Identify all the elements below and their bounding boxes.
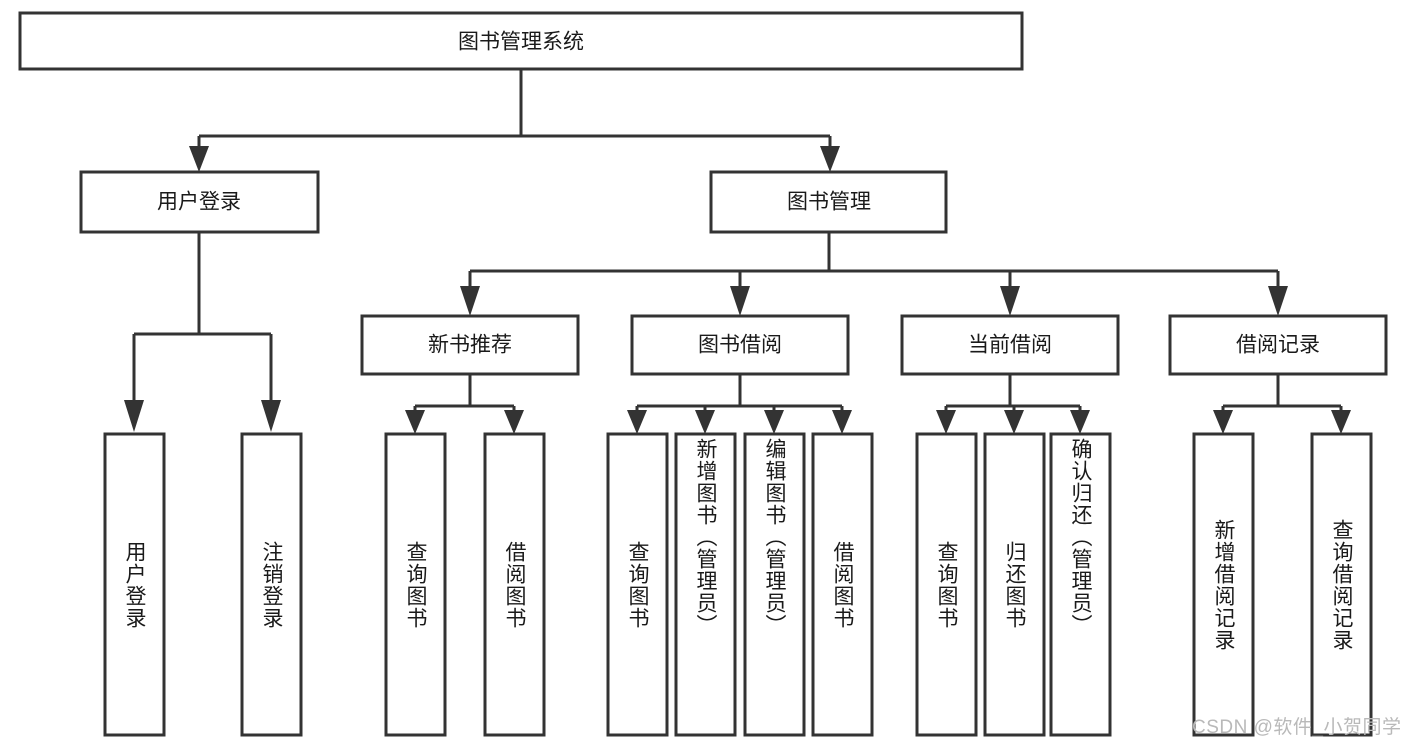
node-root-label: 图书管理系统 [458, 31, 584, 54]
arrow-leaf-add-book [695, 410, 715, 434]
node-book-borrow-box[interactable] [630, 314, 850, 376]
arrow-leaf-return-book [1004, 410, 1024, 434]
arrow-leaf-confirm-return [1070, 410, 1090, 434]
arrow-leaf-query-book-1 [405, 410, 425, 434]
arrow-to-borrow-record [1268, 286, 1288, 316]
arrow-leaf-query-book-2 [627, 410, 647, 434]
node-new-book-rec-box[interactable] [360, 314, 580, 376]
node-book-manage-label: 图书管理 [787, 191, 871, 214]
node-book-borrow-label: 图书借阅 [698, 334, 782, 357]
leaf-box-edit-book[interactable] [743, 432, 806, 737]
csdn-watermark: CSDN @软件_小贺同学 [1192, 717, 1402, 738]
node-root-box[interactable] [18, 11, 1024, 71]
arrow-leaf-query-book-3 [936, 410, 956, 434]
arrow-leaf-add-record [1213, 410, 1233, 434]
arrow-to-new-book-rec [460, 286, 480, 316]
node-new-book-rec-label: 新书推荐 [428, 334, 512, 357]
leaf-box-query-book-2[interactable] [606, 432, 669, 737]
arrow-leaf-borrow-book-1 [504, 410, 524, 434]
arrow-leaf-edit-book [764, 410, 784, 434]
node-book-manage-box[interactable] [709, 170, 948, 234]
arrow-to-current-borrow [1000, 286, 1020, 316]
node-borrow-record-label: 借阅记录 [1236, 334, 1320, 357]
leaf-box-add-record[interactable] [1192, 432, 1255, 737]
arrow-leaf-query-record [1331, 410, 1351, 434]
leaf-box-logout[interactable] [240, 432, 303, 737]
arrow-leaf-logout [261, 400, 281, 432]
leaf-box-borrow-book-2[interactable] [811, 432, 874, 737]
leaf-box-add-book[interactable] [674, 432, 737, 737]
leaf-box-return-book[interactable] [983, 432, 1046, 737]
arrow-to-book-borrow [730, 286, 750, 316]
leaf-box-confirm-return[interactable] [1049, 432, 1112, 737]
leaf-box-user-login[interactable] [103, 432, 166, 737]
node-user-login-label: 用户登录 [157, 191, 241, 214]
leaf-box-query-book-3[interactable] [915, 432, 978, 737]
leaf-box-borrow-book-1[interactable] [483, 432, 546, 737]
node-borrow-record-box[interactable] [1168, 314, 1388, 376]
arrow-leaf-user-login [124, 400, 144, 432]
leaf-box-query-record[interactable] [1310, 432, 1373, 737]
node-current-borrow-box[interactable] [900, 314, 1120, 376]
arrow-to-user-login [189, 146, 209, 172]
arrow-leaf-borrow-book-2 [832, 410, 852, 434]
arrow-to-book-manage [820, 146, 840, 172]
leaf-box-query-book-1[interactable] [384, 432, 447, 737]
node-current-borrow-label: 当前借阅 [968, 334, 1052, 357]
